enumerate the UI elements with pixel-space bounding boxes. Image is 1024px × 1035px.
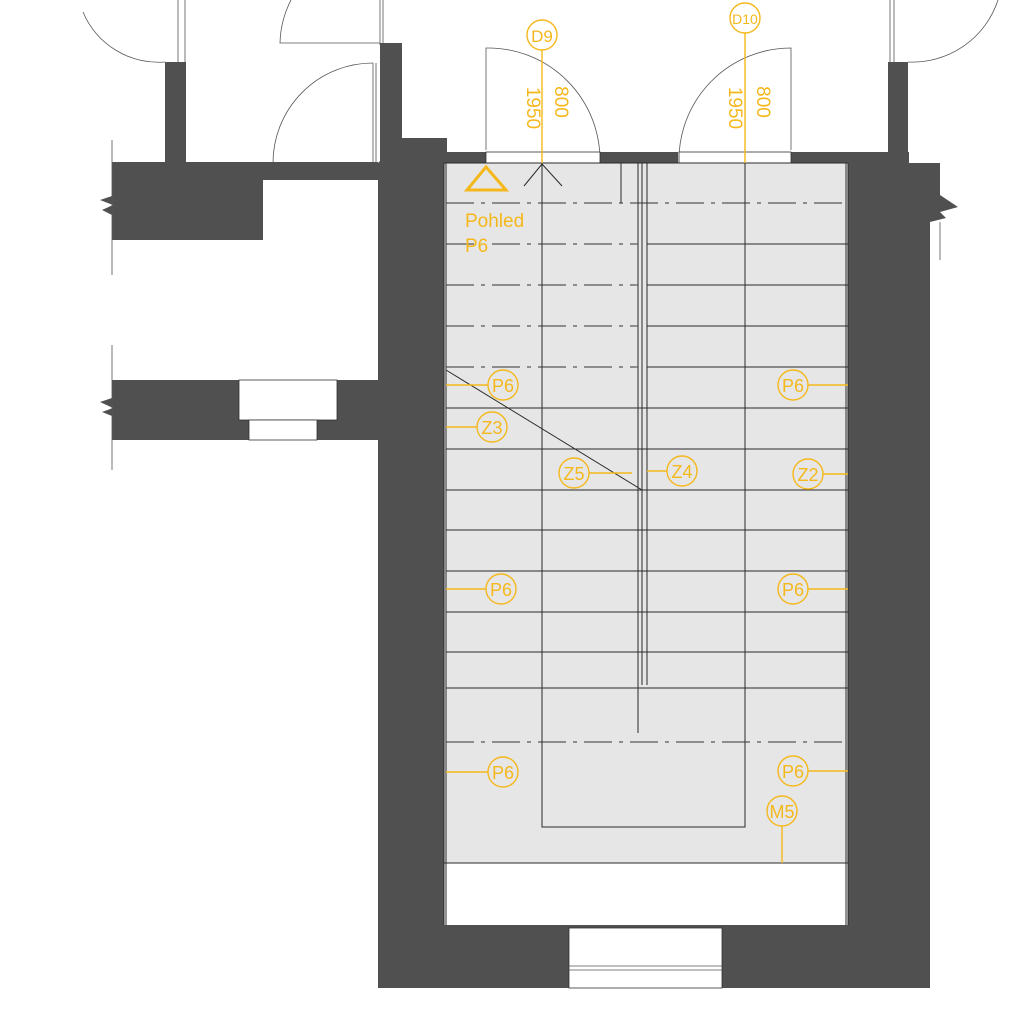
tag-m5: M5 [766,795,798,863]
tag-p6-right-3: P6 [777,755,848,787]
tag-z3: Z3 [446,411,508,443]
view-code: P6 [465,236,488,257]
view-triangle-icon [463,164,510,192]
tag-z5: Z5 [558,457,632,489]
left-corridor-walls [100,140,378,470]
door-tag-d10: D10 800 1950 [724,2,773,163]
tag-p6-left-3: P6 [446,756,519,788]
svg-text:P6: P6 [782,376,804,396]
landing-floor [444,863,848,925]
stair-treads [443,162,849,925]
tag-z2: Z2 [792,458,848,490]
door-width-d9: 800 [550,86,571,118]
svg-text:Z5: Z5 [563,464,584,484]
tag-p6-right-2: P6 [777,573,848,605]
door-width-d10: 800 [752,86,773,118]
svg-text:M5: M5 [769,802,794,822]
svg-text:Z4: Z4 [671,462,692,482]
svg-text:P6: P6 [490,580,512,600]
stair-hall-walls [378,0,999,989]
view-label: Pohled [465,211,524,232]
door-height-d9: 1950 [522,87,543,129]
tag-z4: Z4 [647,455,698,487]
view-marker: Pohled P6 [463,164,524,257]
svg-text:P6: P6 [782,762,804,782]
door-id-d10: D10 [732,11,758,27]
stair-floor [444,163,848,863]
tag-p6-right-1: P6 [777,369,848,401]
svg-text:Z3: Z3 [481,418,502,438]
svg-text:P6: P6 [492,376,514,396]
svg-text:P6: P6 [492,763,514,783]
svg-text:P6: P6 [782,580,804,600]
svg-text:Z2: Z2 [797,465,818,485]
door-swings [485,47,792,164]
door-tag-d9: D9 800 1950 [522,19,571,163]
door-id-d9: D9 [531,27,553,46]
tag-p6-left-1: P6 [446,369,519,401]
door-height-d10: 1950 [724,87,745,129]
upper-left-rooms [82,0,402,178]
tag-p6-left-2: P6 [446,573,517,605]
